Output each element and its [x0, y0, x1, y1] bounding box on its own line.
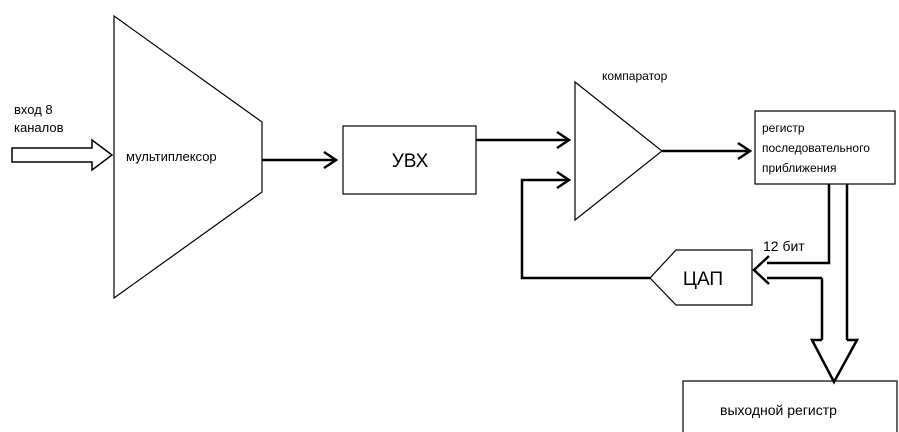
- dac-block: [649, 249, 753, 306]
- sar-register-block: [754, 110, 896, 185]
- sample-hold-block: [342, 125, 477, 195]
- comparator-block: [574, 80, 663, 222]
- sar-label-line3: приближения: [762, 161, 836, 175]
- multiplexer-block: [113, 14, 263, 300]
- dac-feedback-arrow: [520, 170, 650, 280]
- input-label-line1: вход 8: [14, 102, 53, 117]
- comparator-to-sar-arrow: [662, 141, 753, 161]
- sar-label-line2: последовательного: [762, 141, 870, 155]
- input-arrow: [11, 138, 114, 172]
- input-label-line2: каналов: [14, 120, 64, 135]
- sh-to-comparator-arrow: [476, 130, 572, 150]
- comparator-label: компаратор: [602, 69, 668, 83]
- mux-to-sh-arrow: [262, 150, 339, 170]
- dac-label: ЦАП: [683, 269, 723, 290]
- sar-to-dac-bus: [752, 184, 831, 285]
- sar-label-line1: регистр: [762, 121, 805, 135]
- output-register-label: выходной регистр: [720, 402, 837, 418]
- multiplexer-label: мультиплексор: [126, 149, 217, 164]
- sample-hold-label: УВХ: [392, 151, 429, 172]
- sar-to-output-bus: [809, 184, 860, 385]
- bits-label: 12 бит: [763, 238, 805, 254]
- output-register-block: [682, 380, 898, 432]
